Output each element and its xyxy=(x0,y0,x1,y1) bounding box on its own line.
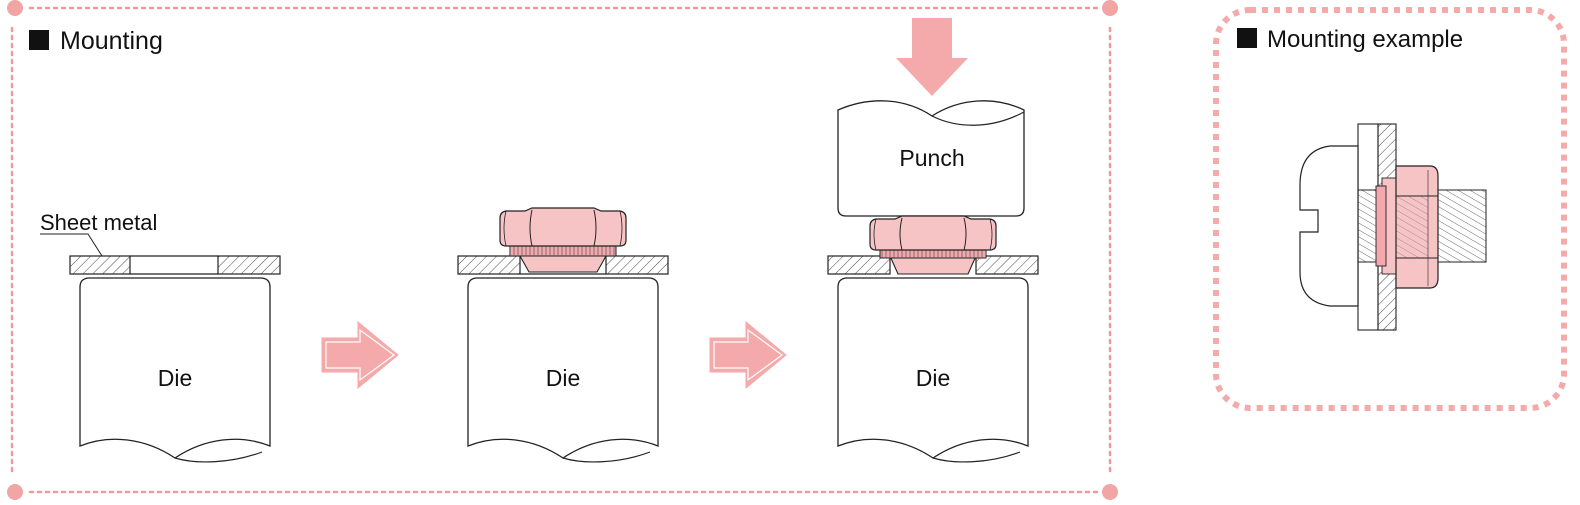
square-bullet-icon xyxy=(1237,28,1257,48)
die-label-3: Die xyxy=(916,365,951,391)
arrow-right-icon xyxy=(321,320,399,390)
die-label-2: Die xyxy=(546,365,581,391)
punch xyxy=(837,100,1025,217)
sheet-metal-1 xyxy=(69,255,281,275)
sheet-metal-label: Sheet metal xyxy=(40,210,157,235)
stage-1: Sheet metal Die xyxy=(40,210,281,463)
arrow-right-icon xyxy=(709,320,787,390)
clinch-nut-3 xyxy=(869,215,997,275)
sheet-metal-3 xyxy=(827,255,1039,275)
mounting-panel-border xyxy=(7,0,1118,500)
sheet-metal-2 xyxy=(457,255,669,275)
die-label-1: Die xyxy=(158,365,193,391)
stage-2: Die xyxy=(457,207,669,463)
die-1 xyxy=(79,277,271,463)
die-2 xyxy=(467,277,659,463)
example-panel-border xyxy=(1213,7,1567,411)
mounting-example-title: Mounting example xyxy=(1267,26,1463,53)
arrow-down-icon xyxy=(896,18,968,96)
mounting-title: Mounting xyxy=(60,27,163,55)
sheet-metal-leader-line xyxy=(40,233,103,257)
punch-label: Punch xyxy=(899,145,964,171)
clinch-nut-2 xyxy=(499,207,627,273)
mounting-example-illustration xyxy=(1299,123,1487,331)
stage-3: Punch Die xyxy=(827,18,1039,463)
die-3 xyxy=(837,277,1029,463)
square-bullet-icon xyxy=(29,30,49,50)
